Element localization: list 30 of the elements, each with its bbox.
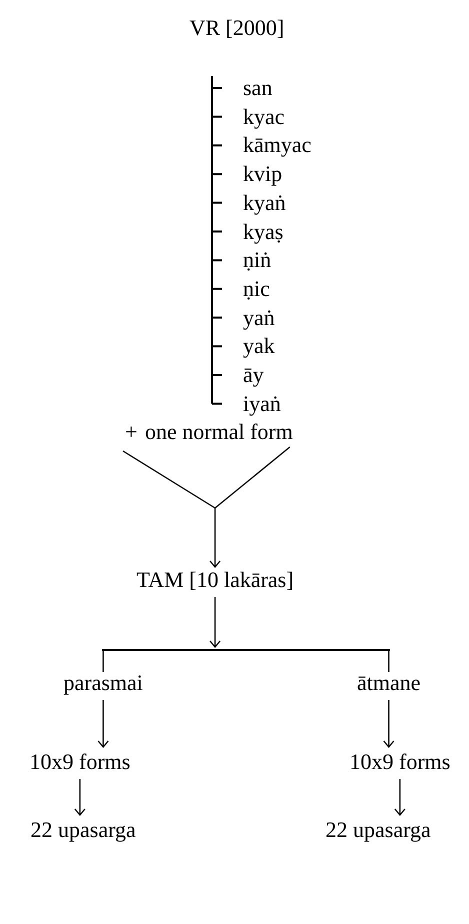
suffix-label: yaṅ xyxy=(243,304,275,331)
suffix-label: kyaṣ xyxy=(243,218,284,244)
node-label: ātmane xyxy=(357,670,421,696)
suffix-label: kāmyac xyxy=(243,132,312,158)
suffix-label: āy xyxy=(243,362,264,388)
node-label: 10x9 forms xyxy=(350,749,450,775)
suffix-label: ṇic xyxy=(243,276,270,302)
suffix-label: yak xyxy=(243,333,275,360)
arrow xyxy=(74,779,86,816)
suffix-label: kyac xyxy=(243,104,285,130)
node-label: 22 upasarga xyxy=(30,817,136,843)
suffix-label: ṇiṅ xyxy=(243,247,272,274)
arrow xyxy=(383,700,394,748)
arrow xyxy=(122,446,290,568)
suffix-label: kvip xyxy=(243,161,282,188)
plus-sign: + xyxy=(125,419,138,445)
bracket-leg xyxy=(388,650,390,672)
node-label: one normal form xyxy=(145,419,293,445)
node-label: parasmai xyxy=(64,670,143,696)
suffix-label: iyaṅ xyxy=(243,390,281,417)
suffix-label: san xyxy=(243,75,272,101)
arrow xyxy=(98,700,109,748)
node-label: 10x9 forms xyxy=(30,749,130,775)
node-label: 22 upasarga xyxy=(326,817,431,843)
title: VR [2000] xyxy=(190,15,284,41)
node-label: TAM [10 lakāras] xyxy=(136,567,294,593)
arrow xyxy=(209,597,221,648)
suffix-label: kyaṅ xyxy=(243,190,286,216)
arrow xyxy=(394,779,406,816)
bracket-leg xyxy=(102,650,104,672)
